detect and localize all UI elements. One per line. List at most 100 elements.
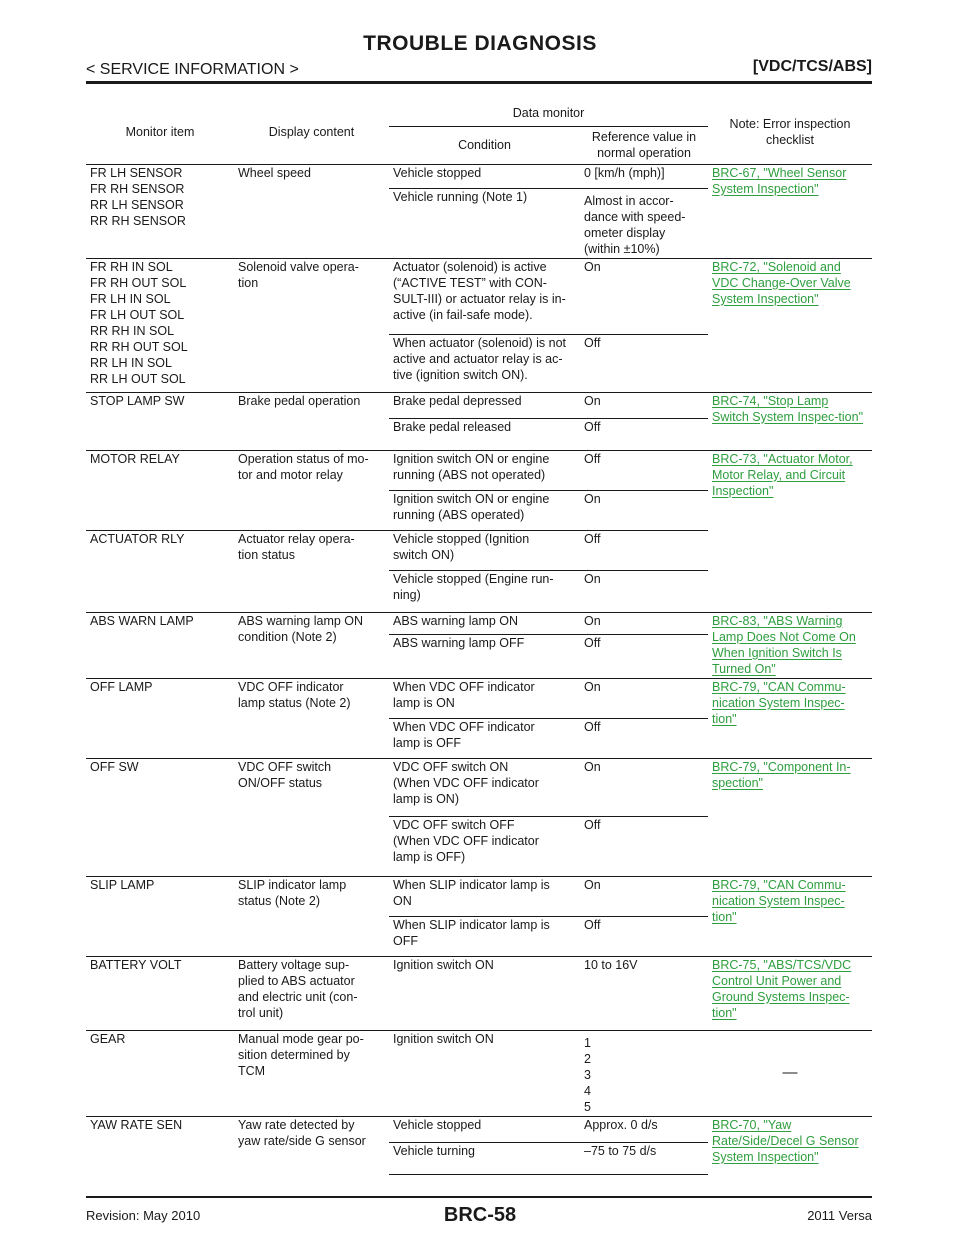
reference-cell: Off <box>580 449 708 490</box>
table-row: ACTUATOR RLY Actuator relay opera- tion … <box>86 529 872 612</box>
reference-cell: On <box>580 677 708 718</box>
section-label: < SERVICE INFORMATION > <box>86 61 299 78</box>
table-row: OFF SW VDC OFF switch ON/OFF status VDC … <box>86 757 872 876</box>
table-row: When VDC OFF indicator lamp is OFF Off <box>86 717 872 758</box>
inspection-link[interactable]: BRC-74, "Stop Lamp Switch System Inspec-… <box>712 393 864 424</box>
table-row: SLIP LAMP SLIP indicator lamp status (No… <box>86 875 872 956</box>
condition-cell: Brake pedal depressed <box>389 391 580 418</box>
display-content: Operation status of mo- tor and motor re… <box>234 449 389 530</box>
system-label: [VDC/TCS/ABS] <box>752 58 872 75</box>
condition-cell: Vehicle stopped <box>389 1115 580 1142</box>
condition-cell: When SLIP indicator lamp is OFF <box>389 915 580 956</box>
footer-divider <box>86 1196 872 1198</box>
header-condition: Condition <box>389 126 580 165</box>
table-row: BATTERY VOLT Battery voltage sup- plied … <box>86 955 872 1030</box>
reference-cell: On <box>580 611 708 634</box>
table-row: Ignition switch ON or engine running (AB… <box>86 489 872 530</box>
condition-cell: VDC OFF switch ON (When VDC OFF indicato… <box>389 757 580 816</box>
condition-cell: Vehicle running (Note 1) <box>389 187 580 258</box>
table-row: Vehicle stopped (Engine run- ning) On <box>86 569 872 612</box>
inspection-link[interactable]: BRC-79, "CAN Commu-nication System Inspe… <box>712 877 846 924</box>
reference-cell: On <box>580 391 708 418</box>
table-row: Vehicle turning –75 to 75 d/s <box>86 1141 872 1175</box>
monitor-item: GEAR <box>86 1029 234 1116</box>
condition-cell: Actuator (solenoid) is active (“ACTIVE T… <box>389 257 580 334</box>
monitor-item: FR RH IN SOL FR RH OUT SOL FR LH IN SOL … <box>86 257 234 392</box>
inspection-link[interactable]: BRC-79, "CAN Commu-nication System Inspe… <box>712 679 846 726</box>
display-content: Manual mode gear po- sition determined b… <box>234 1029 389 1116</box>
reference-cell: Off <box>580 717 708 758</box>
display-content: Solenoid valve opera- tion <box>234 257 389 392</box>
reference-cell: Approx. 0 d/s <box>580 1115 708 1142</box>
reference-cell: Off <box>580 529 708 570</box>
condition-cell: Vehicle stopped (Ignition switch ON) <box>389 529 580 570</box>
inspection-link[interactable]: BRC-72, "Solenoid and VDC Change-Over Va… <box>712 259 851 306</box>
monitor-item: STOP LAMP SW <box>86 391 234 450</box>
condition-cell: Ignition switch ON or engine running (AB… <box>389 449 580 490</box>
display-content: Brake pedal operation <box>234 391 389 450</box>
table-row: STOP LAMP SW Brake pedal operation Brake… <box>86 391 872 450</box>
monitor-item: SLIP LAMP <box>86 875 234 956</box>
page-number: BRC-58 <box>443 1204 517 1226</box>
monitor-item: FR LH SENSOR FR RH SENSOR RR LH SENSOR R… <box>86 163 234 258</box>
display-content: VDC OFF indicator lamp status (Note 2) <box>234 677 389 758</box>
reference-cell: Off <box>580 633 708 678</box>
table-row: GEAR Manual mode gear po- sition determi… <box>86 1029 872 1116</box>
monitor-item: OFF LAMP <box>86 677 234 758</box>
display-content: SLIP indicator lamp status (Note 2) <box>234 875 389 956</box>
table-row: YAW RATE SEN Yaw rate detected by yaw ra… <box>86 1115 872 1174</box>
inspection-link[interactable]: BRC-67, "Wheel Sensor System Inspection" <box>712 165 847 196</box>
display-content: Yaw rate detected by yaw rate/side G sen… <box>234 1115 389 1174</box>
monitor-item: ACTUATOR RLY <box>86 529 234 612</box>
monitor-item: BATTERY VOLT <box>86 955 234 1030</box>
condition-cell: When SLIP indicator lamp is ON <box>389 875 580 916</box>
reference-cell: 10 to 16V <box>580 955 708 1030</box>
table-row: Vehicle running (Note 1) Almost in accor… <box>86 187 872 258</box>
reference-cell: On <box>580 489 708 530</box>
reference-cell: Off <box>580 417 708 450</box>
table-row: When SLIP indicator lamp is OFF Off <box>86 915 872 956</box>
reference-cell: Off <box>580 815 708 876</box>
display-content: Actuator relay opera- tion status <box>234 529 389 612</box>
display-content: ABS warning lamp ON condition (Note 2) <box>234 611 389 678</box>
table-row: OFF LAMP VDC OFF indicator lamp status (… <box>86 677 872 758</box>
table-row: VDC OFF switch OFF (When VDC OFF indicat… <box>86 815 872 876</box>
header-reference: Reference value in normal operation <box>580 126 708 165</box>
condition-cell: When actuator (solenoid) is not active a… <box>389 333 580 392</box>
condition-cell: Ignition switch ON <box>389 1029 580 1116</box>
inspection-link[interactable]: BRC-75, "ABS/TCS/VDC Control Unit Power … <box>712 957 852 1020</box>
gear-values: 1 2 3 4 5 <box>580 1029 708 1116</box>
inspection-link[interactable]: BRC-70, "Yaw Rate/Side/Decel G Sensor Sy… <box>712 1117 859 1164</box>
monitor-item: YAW RATE SEN <box>86 1115 234 1174</box>
reference-cell: On <box>580 569 708 612</box>
table-row: ABS WARN LAMP ABS warning lamp ON condit… <box>86 611 872 678</box>
reference-cell: Off <box>580 915 708 956</box>
header-divider <box>86 81 872 84</box>
condition-cell: Brake pedal released <box>389 417 580 450</box>
table-row: FR LH SENSOR FR RH SENSOR RR LH SENSOR R… <box>86 163 872 258</box>
table-row: MOTOR RELAY Operation status of mo- tor … <box>86 449 872 612</box>
condition-cell: Ignition switch ON or engine running (AB… <box>389 489 580 530</box>
reference-cell: On <box>580 875 708 916</box>
table-row: ABS warning lamp OFF Off <box>86 633 872 678</box>
table-row: When actuator (solenoid) is not active a… <box>86 333 872 392</box>
display-content: VDC OFF switch ON/OFF status <box>234 757 389 876</box>
reference-cell: Almost in accor- dance with speed- omete… <box>580 187 708 258</box>
condition-cell: Vehicle stopped <box>389 163 580 188</box>
diagnosis-table: Monitor item Display content Data monito… <box>86 100 872 1175</box>
condition-cell: Ignition switch ON <box>389 955 580 1030</box>
revision-date: Revision: May 2010 <box>86 1208 201 1223</box>
condition-cell: Vehicle turning <box>389 1141 580 1175</box>
display-content: Wheel speed <box>234 163 389 258</box>
model-year: 2011 Versa <box>807 1208 872 1223</box>
display-content: Battery voltage sup- plied to ABS actuat… <box>234 955 389 1030</box>
inspection-link[interactable]: BRC-79, "Component In-spection" <box>712 759 851 790</box>
inspection-link[interactable]: BRC-73, "Actuator Motor, Motor Relay, an… <box>712 451 853 498</box>
condition-cell: When VDC OFF indicator lamp is ON <box>389 677 580 718</box>
monitor-item: OFF SW <box>86 757 234 876</box>
header-note: Note: Error inspection checklist <box>708 100 872 165</box>
monitor-item: MOTOR RELAY <box>86 449 234 530</box>
table-row: FR RH IN SOL FR RH OUT SOL FR LH IN SOL … <box>86 257 872 392</box>
inspection-link[interactable]: BRC-83, "ABS Warning Lamp Does Not Come … <box>712 613 856 676</box>
condition-cell: VDC OFF switch OFF (When VDC OFF indicat… <box>389 815 580 876</box>
